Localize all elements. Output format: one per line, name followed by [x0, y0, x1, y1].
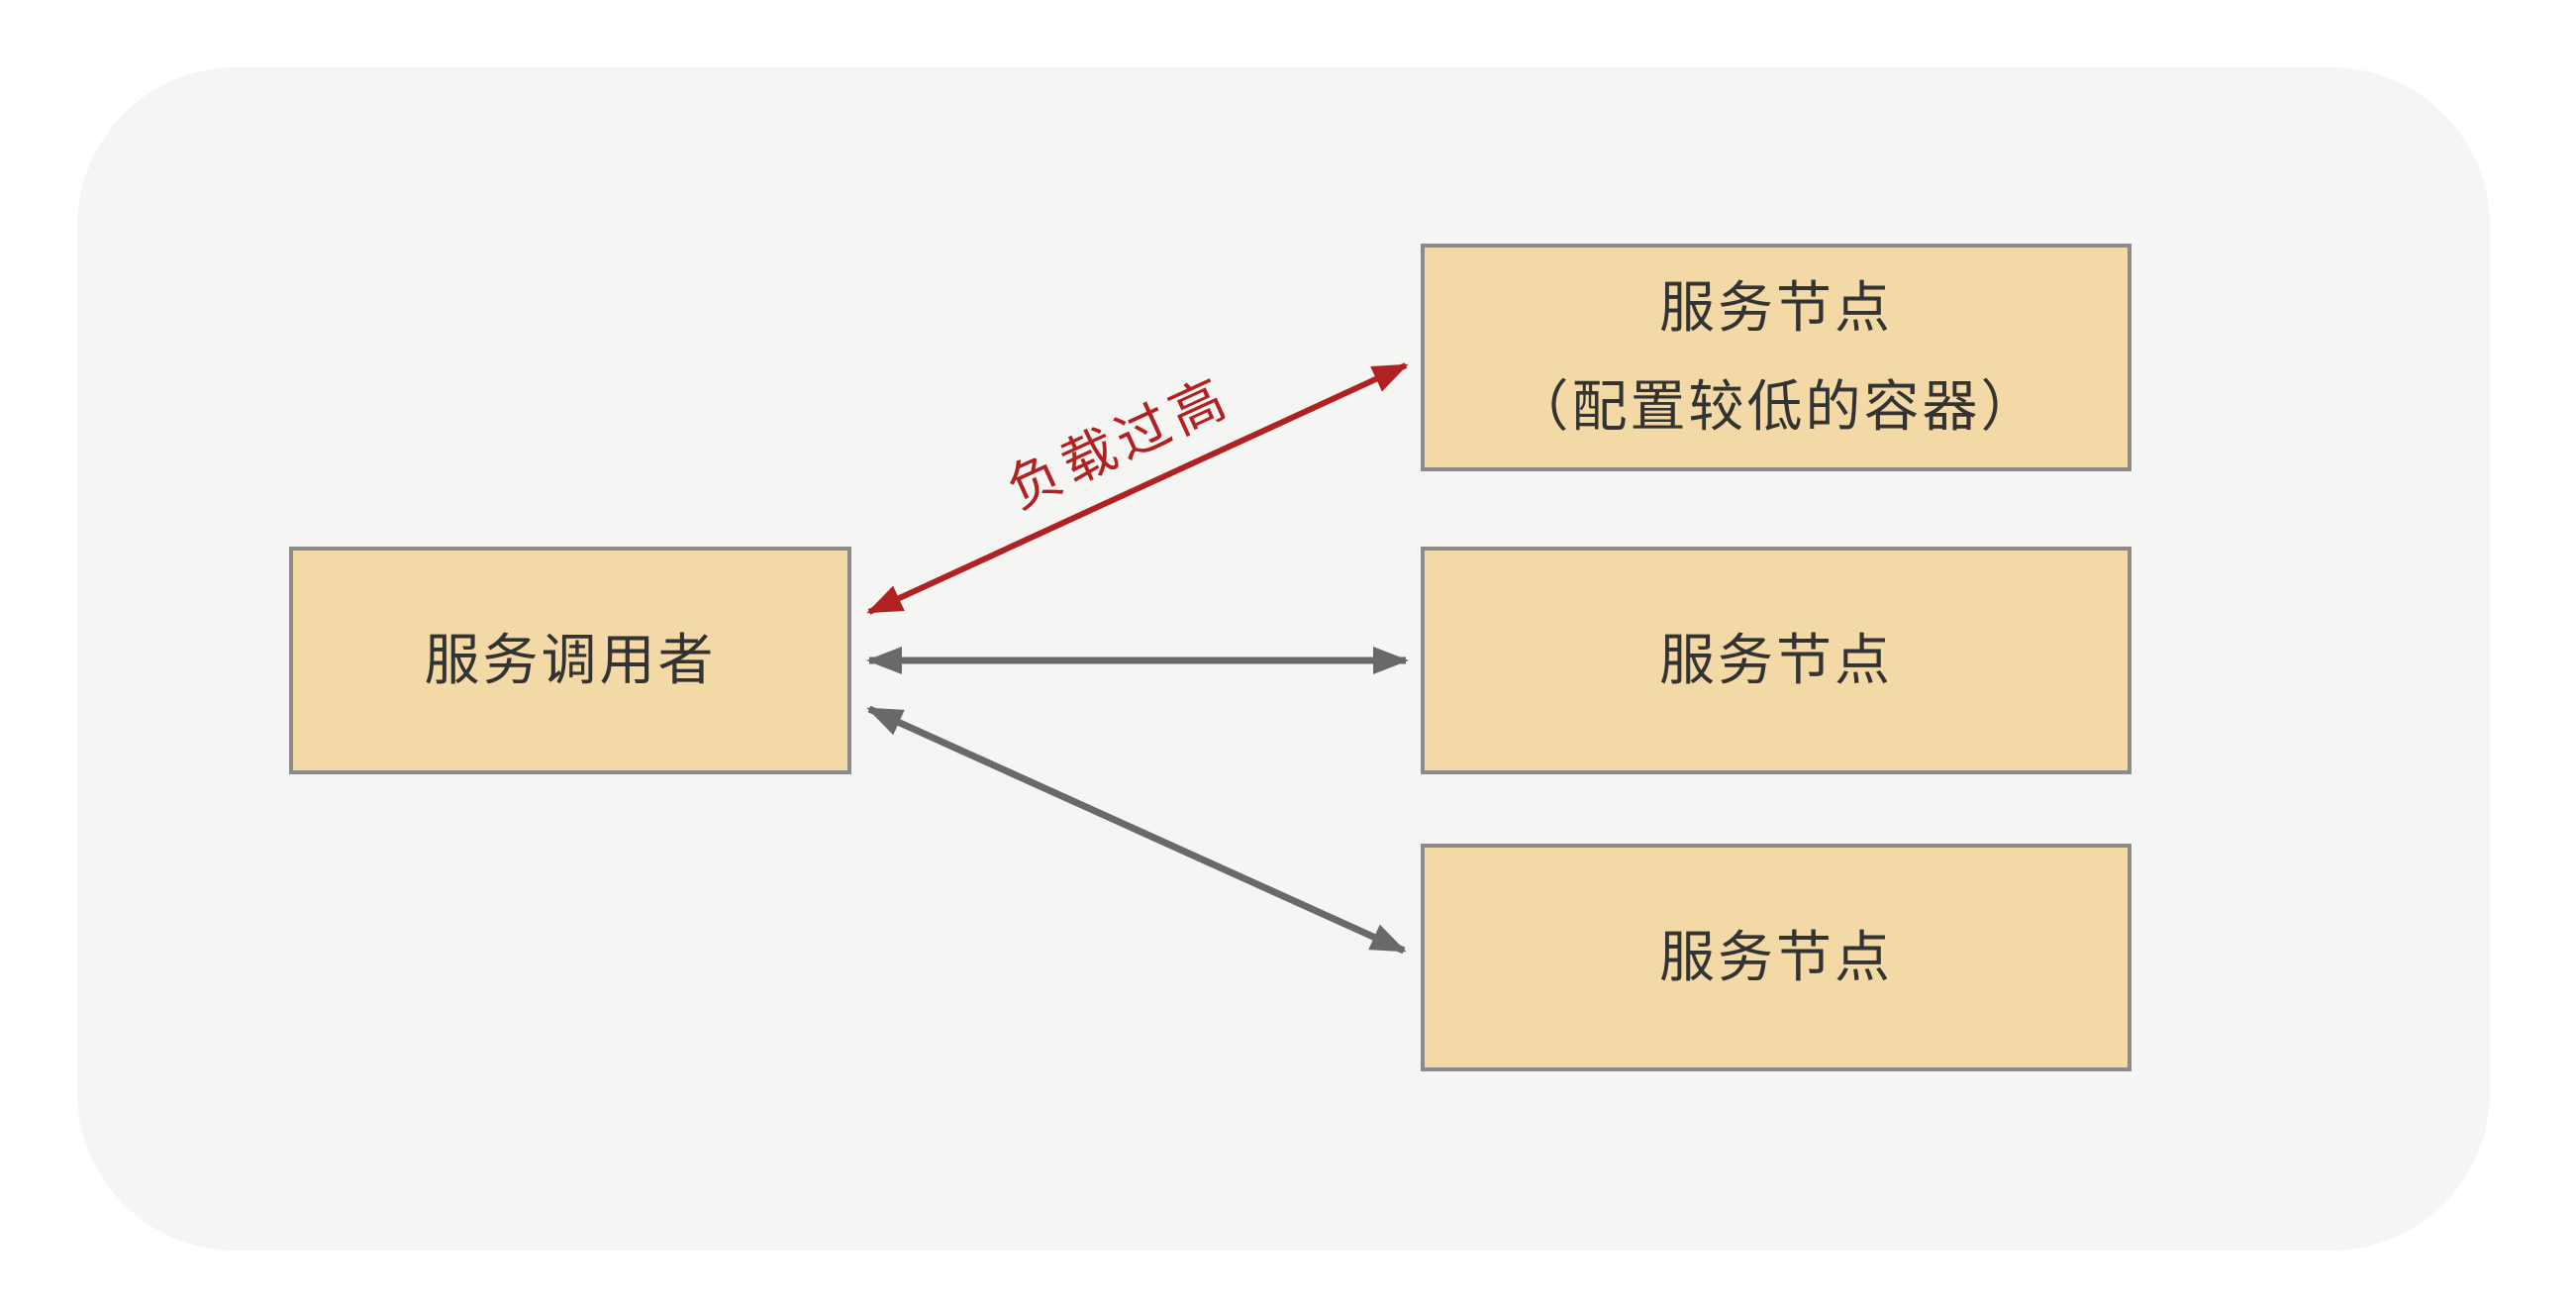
service-caller-box: 服务调用者 — [289, 547, 851, 774]
service-node-bottom-box: 服务节点 — [1421, 844, 2131, 1071]
service-node-low-config-box: 服务节点 （配置较低的容器） — [1421, 244, 2131, 471]
service-caller-label: 服务调用者 — [424, 629, 717, 692]
service-node-label: 服务节点 — [1659, 926, 1893, 989]
service-node-middle-box: 服务节点 — [1421, 547, 2131, 774]
service-node-label-line1: 服务节点 — [1659, 276, 1893, 340]
service-node-label-line2: （配置较低的容器） — [1513, 375, 2039, 438]
service-node-label: 服务节点 — [1659, 629, 1893, 692]
